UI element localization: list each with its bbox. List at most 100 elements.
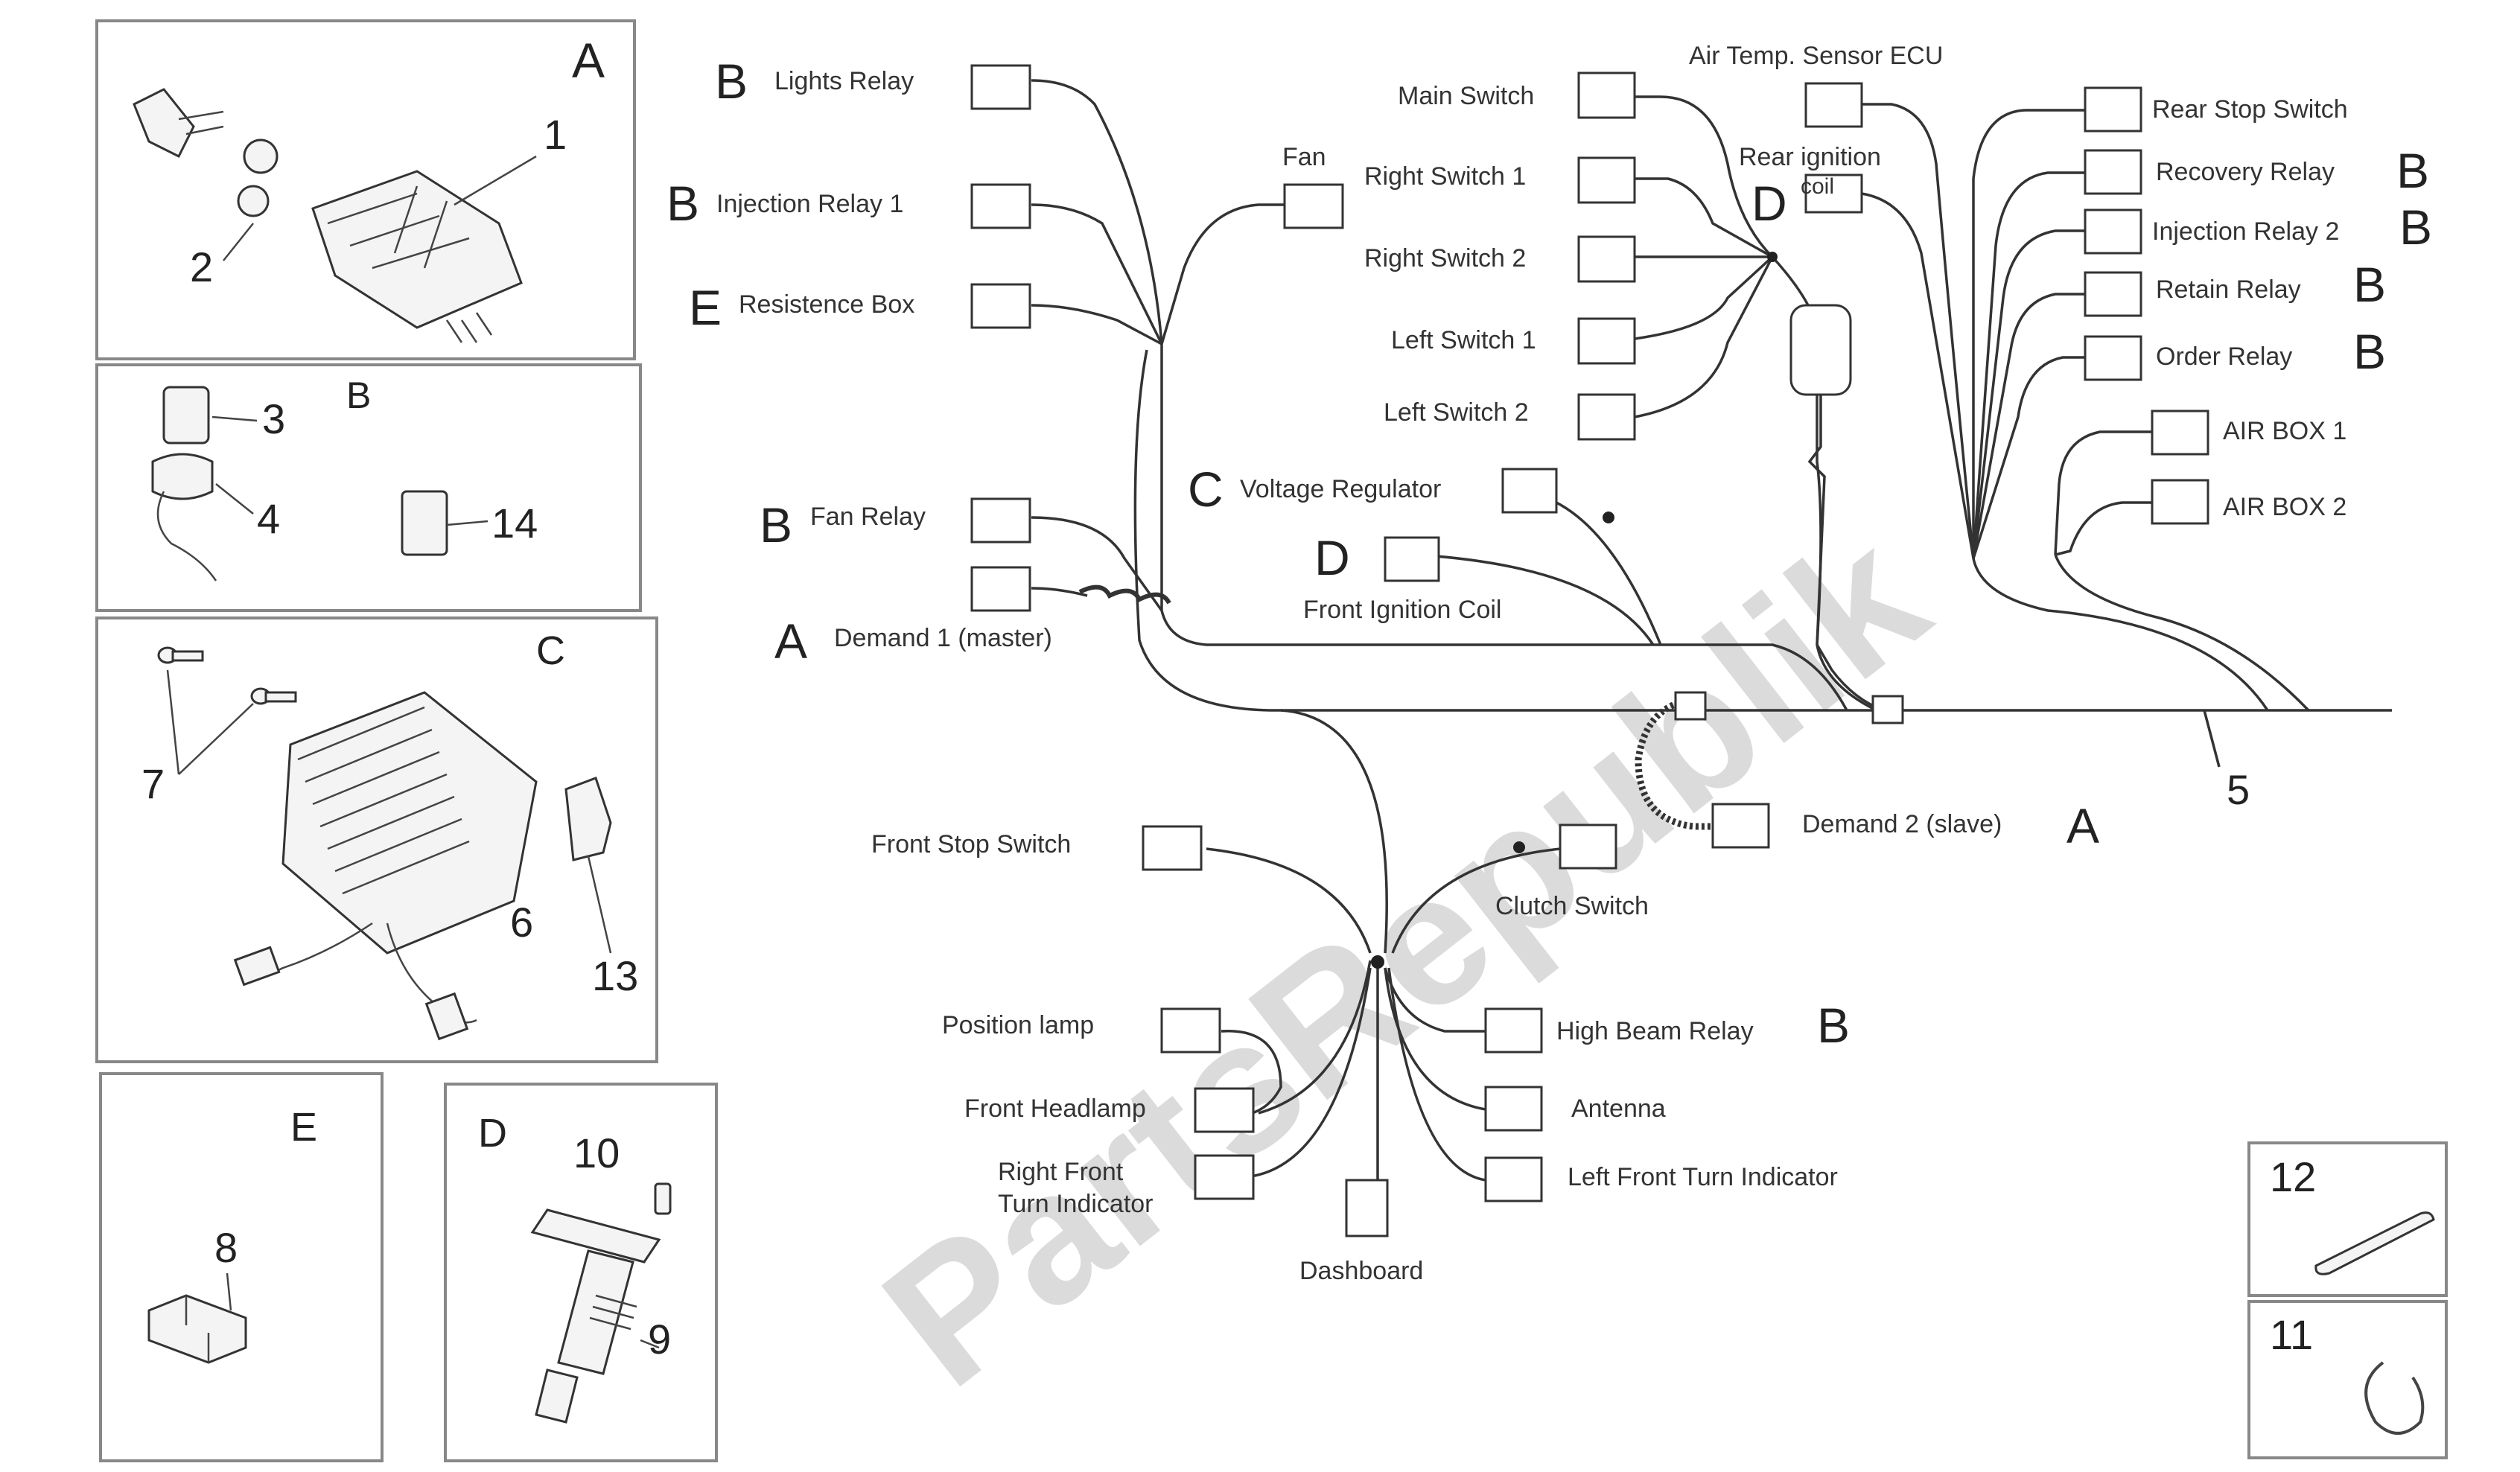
connector-demand-1 — [970, 566, 1031, 612]
part-number-1: 1 — [544, 111, 567, 158]
connector-demand-2 — [1711, 803, 1770, 849]
letter-b-recovery: B — [2396, 143, 2429, 198]
panel-a: A 1 2 — [95, 19, 636, 360]
part-number-10: 10 — [573, 1130, 620, 1176]
panel-c-letter: C — [536, 628, 565, 673]
label-left-switch-1: Left Switch 1 — [1391, 326, 1536, 354]
connector-harness-joint-2 — [1871, 695, 1904, 724]
connector-injection-relay-2 — [2084, 208, 2142, 255]
label-front-ignition-coil: Front Ignition Coil — [1303, 596, 1501, 624]
connector-front-stop-switch — [1142, 825, 1203, 871]
resistence-box-part — [147, 1272, 247, 1364]
label-main-switch: Main Switch — [1398, 82, 1534, 110]
letter-d-front-coil: D — [1314, 530, 1350, 585]
panel-e-letter: E — [290, 1105, 317, 1150]
connector-position-lamp — [1160, 1007, 1221, 1054]
panel-d: D 10 9 — [444, 1083, 718, 1462]
letter-d-rear-coil: D — [1751, 176, 1787, 231]
letter-c-voltage: C — [1188, 462, 1224, 517]
label-right-front-turn-line1: Right Front — [998, 1158, 1124, 1186]
label-left-front-turn: Left Front Turn Indicator — [1568, 1163, 1838, 1191]
panel-11: 11 — [2247, 1300, 2448, 1459]
connector-left-switch-2 — [1577, 393, 1636, 441]
letter-a-demand-1: A — [774, 614, 807, 669]
harness-number-5: 5 — [2227, 766, 2250, 813]
panel-e: E 8 — [99, 1072, 384, 1462]
letter-b-injection-2: B — [2399, 200, 2432, 255]
label-clutch-switch: Clutch Switch — [1495, 892, 1649, 920]
connector-labels: B Lights Relay B Injection Relay 1 E Res… — [666, 42, 2432, 1285]
label-rear-ignition-coil-line1: Rear ignition — [1739, 143, 1881, 171]
label-injection-relay-2: Injection Relay 2 — [2152, 217, 2339, 246]
connector-order-relay — [2084, 335, 2142, 381]
panel-c: C 7 6 13 — [95, 616, 658, 1063]
connector-lights-relay — [970, 64, 1031, 110]
part-number-6: 6 — [510, 899, 533, 946]
connector-right-front-turn — [1194, 1154, 1255, 1200]
label-dashboard: Dashboard — [1299, 1257, 1423, 1285]
connector-dashboard — [1345, 1179, 1389, 1237]
part-number-7: 7 — [141, 760, 165, 807]
connector-retain-relay — [2084, 271, 2142, 317]
label-voltage-regulator: Voltage Regulator — [1240, 475, 1441, 503]
ignition-switch-part — [133, 88, 537, 343]
connector-boxes — [970, 64, 2209, 1237]
connector-voltage-regulator — [1501, 468, 1558, 514]
harness-wires — [1031, 79, 2392, 1184]
connector-injection-relay-1 — [970, 183, 1031, 229]
label-air-box-1: AIR BOX 1 — [2223, 417, 2346, 445]
part-number-3: 3 — [262, 395, 285, 442]
panel-b-letter: B — [346, 375, 371, 416]
label-fan-relay: Fan Relay — [810, 503, 926, 531]
panel-a-letter: A — [572, 33, 605, 88]
part-number-13: 13 — [592, 952, 638, 999]
letter-b-fan-relay: B — [760, 497, 792, 552]
connector-main-switch — [1577, 71, 1636, 119]
connector-antenna — [1484, 1086, 1543, 1132]
connector-harness-joint-1 — [1674, 691, 1707, 721]
connector-fan — [1283, 183, 1344, 229]
connector-left-front-turn — [1484, 1156, 1543, 1202]
connector-left-switch-1 — [1577, 317, 1636, 365]
label-position-lamp: Position lamp — [942, 1011, 1094, 1039]
ignition-coil-part — [530, 1182, 672, 1424]
part-number-11: 11 — [2270, 1311, 2313, 1358]
label-rear-ignition-coil-line2: coil — [1801, 174, 1834, 199]
label-right-switch-1: Right Switch 1 — [1364, 162, 1526, 191]
panel-12: 12 — [2247, 1141, 2448, 1297]
connector-high-beam-relay — [1484, 1007, 1543, 1054]
connector-rear-ignition-coil — [1804, 173, 1863, 214]
part-number-2: 2 — [190, 243, 213, 290]
label-resistence-box: Resistence Box — [739, 290, 914, 319]
connector-front-ignition-coil — [1384, 536, 1440, 582]
label-antenna: Antenna — [1571, 1095, 1666, 1123]
label-lights-relay: Lights Relay — [774, 67, 914, 95]
label-retain-relay: Retain Relay — [2156, 275, 2301, 304]
label-recovery-relay: Recovery Relay — [2156, 158, 2335, 186]
label-fan: Fan — [1282, 143, 1326, 171]
label-front-stop-switch: Front Stop Switch — [871, 830, 1071, 858]
label-front-headlamp: Front Headlamp — [964, 1095, 1146, 1123]
label-right-front-turn-line2: Turn Indicator — [998, 1190, 1154, 1218]
label-left-switch-2: Left Switch 2 — [1384, 398, 1529, 427]
letter-b-lights: B — [715, 54, 748, 109]
connector-rear-stop-switch — [2084, 86, 2142, 133]
letter-b-order: B — [2353, 324, 2386, 379]
connector-clutch-switch — [1559, 823, 1617, 870]
connector-right-switch-1 — [1577, 156, 1636, 204]
connector-air-box-2 — [2151, 479, 2209, 525]
connector-fan-relay — [970, 497, 1031, 544]
connector-air-box-1 — [2151, 410, 2209, 456]
label-demand-2: Demand 2 (slave) — [1802, 810, 2002, 838]
connector-recovery-relay — [2084, 149, 2142, 195]
part-number-14: 14 — [491, 500, 538, 547]
label-rear-stop-switch: Rear Stop Switch — [2152, 95, 2348, 124]
part-number-8: 8 — [214, 1224, 238, 1271]
letter-b-retain: B — [2353, 257, 2386, 312]
label-air-temp-sensor: Air Temp. Sensor ECU — [1689, 42, 1943, 70]
part-number-9: 9 — [648, 1316, 671, 1363]
panel-b: B 3 4 14 — [95, 363, 642, 612]
voltage-regulator-part — [157, 646, 612, 1041]
label-high-beam-relay: High Beam Relay — [1556, 1017, 1754, 1045]
